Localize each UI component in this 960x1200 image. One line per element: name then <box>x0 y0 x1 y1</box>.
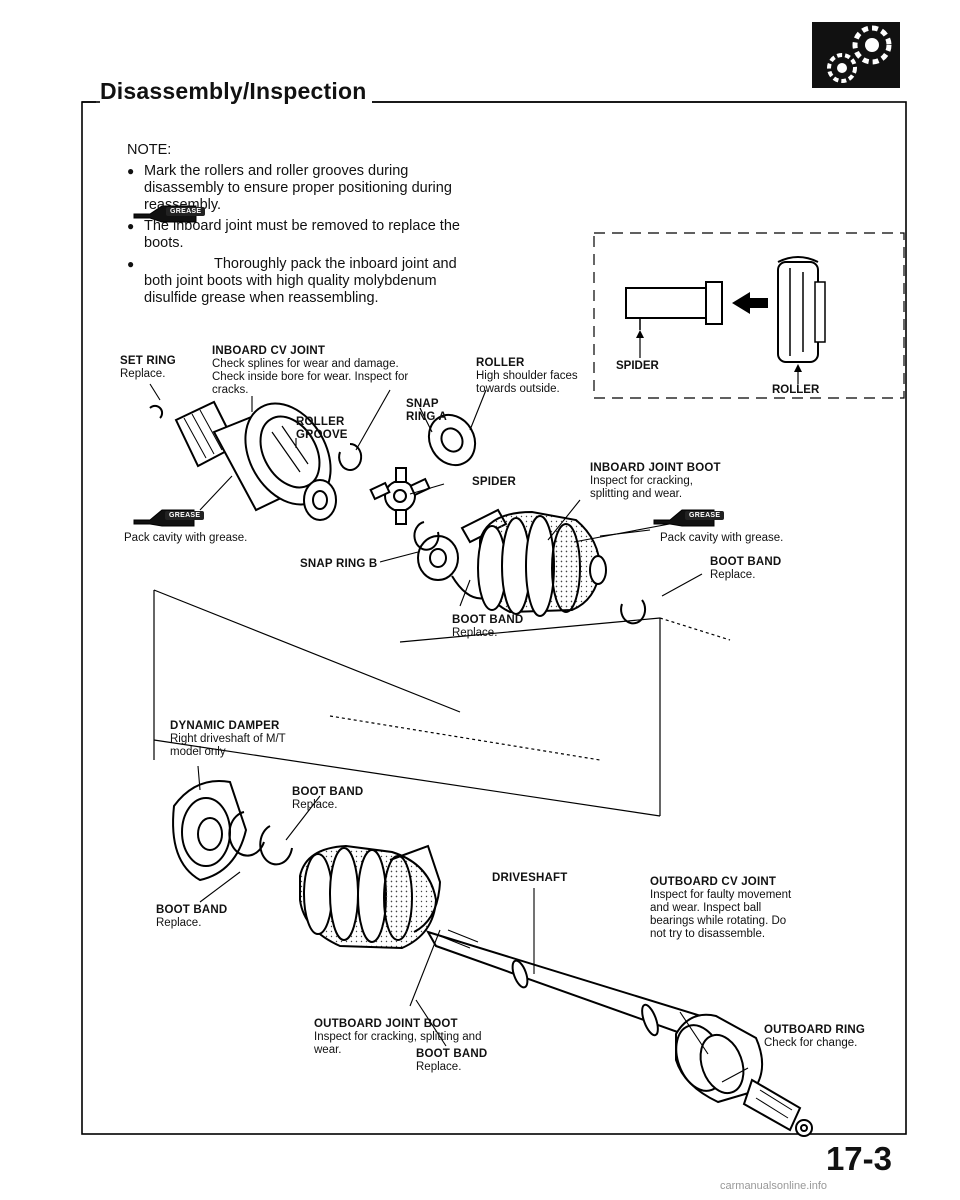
label-outboard-cv-joint: OUTBOARD CV JOINT Inspect for faulty mov… <box>650 876 800 941</box>
label-title: SNAP RING B <box>300 558 378 570</box>
label-desc: Replace. <box>416 1061 462 1073</box>
label-boot-band-damper: BOOT BAND Replace. <box>292 786 382 812</box>
label-title: OUTBOARD JOINT BOOT <box>314 1018 458 1030</box>
label-inboard-cv-joint: INBOARD CV JOINT Check splines for wear … <box>212 345 412 397</box>
label-roller-groove: ROLLER GROOVE <box>296 416 352 442</box>
label-boot-band-bottom: BOOT BAND Replace. <box>416 1048 506 1074</box>
label-desc: Check for change. <box>764 1037 858 1049</box>
label-boot-band-right: BOOT BAND Replace. <box>710 556 800 582</box>
note-item-text: Thoroughly pack the inboard joint and bo… <box>144 256 457 306</box>
page-title: Disassembly/Inspection <box>100 78 373 105</box>
note-heading: NOTE: <box>127 142 172 158</box>
label-title: SNAP RING A <box>406 398 448 423</box>
label-desc: Inspect for cracking, splitting and wear… <box>314 1031 482 1056</box>
label-title: DRIVESHAFT <box>492 872 568 884</box>
label-pack-cavity-right: Pack cavity with grease. <box>660 532 784 544</box>
label-snap-ring-a: SNAP RING A <box>406 398 458 424</box>
label-desc: Replace. <box>292 799 338 811</box>
label-title: ROLLER <box>476 357 525 369</box>
label-desc: Check splines for wear and damage. Check… <box>212 358 409 396</box>
shaft-perspective-outline <box>153 589 731 817</box>
label-title: BOOT BAND <box>292 786 364 798</box>
label-outboard-ring: OUTBOARD RING Check for change. <box>764 1024 894 1050</box>
label-dynamic-damper: DYNAMIC DAMPER Right driveshaft of M/T m… <box>170 720 290 759</box>
label-desc: Replace. <box>452 627 498 639</box>
label-set-ring: SET RING Replace. <box>120 355 200 381</box>
label-title: BOOT BAND <box>710 556 782 568</box>
label-title: BOOT BAND <box>452 614 524 626</box>
note-item: The inboard joint must be removed to rep… <box>127 218 477 252</box>
label-desc: Replace. <box>156 917 202 929</box>
label-roller: ROLLER High shoulder faces towards outsi… <box>476 357 601 396</box>
label-desc: High shoulder faces towards outside. <box>476 370 578 395</box>
label-desc: Right driveshaft of M/T model only <box>170 733 286 758</box>
grease-badge: GREASE <box>166 207 206 216</box>
label-title: BOOT BAND <box>156 904 228 916</box>
label-inboard-joint-boot: INBOARD JOINT BOOT Inspect for cracking,… <box>590 462 730 501</box>
page-number: 17-3 <box>825 1140 892 1177</box>
label-outboard-joint-boot: OUTBOARD JOINT BOOT Inspect for cracking… <box>314 1018 504 1057</box>
label-title: INBOARD JOINT BOOT <box>590 462 721 474</box>
label-title: OUTBOARD CV JOINT <box>650 876 777 888</box>
label-snap-ring-b: SNAP RING B <box>300 558 377 571</box>
gear-icon <box>812 22 900 88</box>
label-desc: Inspect for cracking, splitting and wear… <box>590 475 693 500</box>
note-item: Thoroughly pack the inboard joint and bo… <box>127 256 477 307</box>
label-boot-band-left: BOOT BAND Replace. <box>156 904 246 930</box>
label-title: DYNAMIC DAMPER <box>170 720 280 732</box>
label-desc: Replace. <box>120 368 166 380</box>
label-desc: Inspect for faulty movement and wear. In… <box>650 889 792 940</box>
inset-roller-label: ROLLER <box>772 384 820 396</box>
grease-badge: GREASE <box>685 511 725 520</box>
label-title: BOOT BAND <box>416 1048 488 1060</box>
inboard-joint-assembly <box>149 400 647 625</box>
label-driveshaft: DRIVESHAFT <box>492 872 567 885</box>
note-block: NOTE: Mark the rollers and roller groove… <box>127 142 477 311</box>
label-title: ROLLER GROOVE <box>296 416 348 441</box>
label-title: OUTBOARD RING <box>764 1024 865 1036</box>
label-pack-cavity-left: Pack cavity with grease. <box>124 532 248 544</box>
spider-roller-inset <box>593 232 905 399</box>
label-title: SPIDER <box>472 476 517 488</box>
label-title: SET RING <box>120 355 176 367</box>
label-desc: Replace. <box>710 569 756 581</box>
leader-lines <box>149 383 749 1083</box>
grease-badge: GREASE <box>165 511 205 520</box>
label-boot-band-center: BOOT BAND Replace. <box>452 614 542 640</box>
section-frame <box>81 101 907 1135</box>
inset-spider-label: SPIDER <box>616 360 659 372</box>
label-spider: SPIDER <box>472 476 516 489</box>
footer-watermark: carmanualsonline.info <box>720 1180 828 1192</box>
label-title: INBOARD CV JOINT <box>212 345 326 357</box>
outboard-joint-assembly <box>172 780 813 1137</box>
